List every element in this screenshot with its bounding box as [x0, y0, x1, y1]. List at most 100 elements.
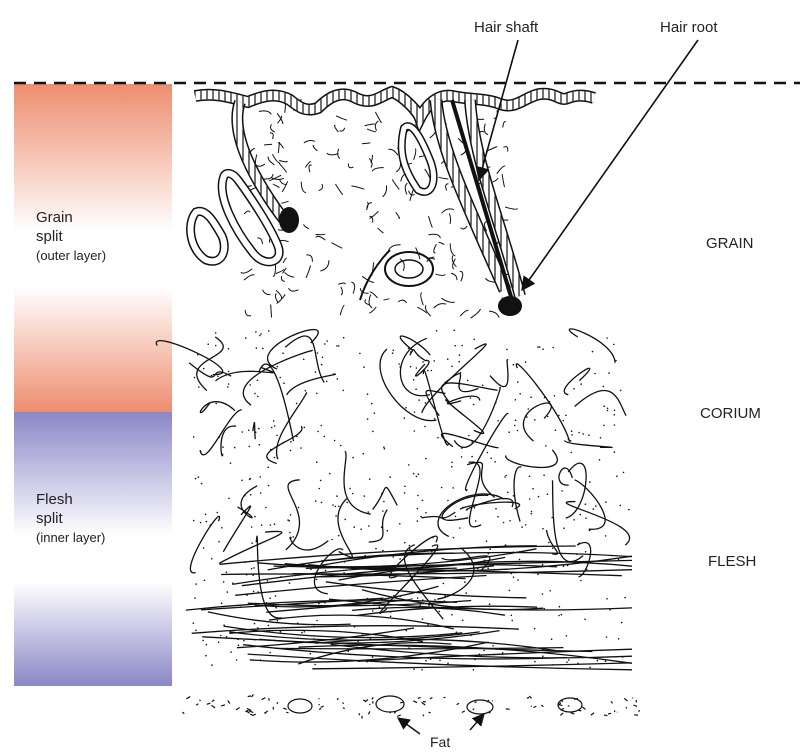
grain-fibre — [259, 111, 271, 115]
stipple-dot — [331, 539, 333, 541]
stipple-dot — [459, 354, 461, 356]
stipple-dot — [605, 660, 607, 662]
stipple-dot — [306, 393, 308, 395]
stipple-dot — [428, 604, 430, 606]
stipple-dot — [268, 330, 270, 332]
stipple-dot — [246, 594, 248, 596]
stipple-dot — [334, 440, 336, 442]
flesh-split-bar — [14, 412, 172, 686]
stipple-dot — [260, 492, 262, 494]
grain-fibre — [434, 244, 437, 253]
stipple-dot — [537, 346, 539, 348]
stipple-dot — [417, 597, 419, 599]
stipple-dot — [371, 403, 373, 405]
stipple-dot — [545, 445, 547, 447]
stipple-dot — [417, 520, 419, 522]
fat-speck — [248, 696, 251, 697]
stipple-dot — [379, 606, 381, 608]
stipple-dot — [200, 451, 202, 453]
grain-fibre — [414, 149, 416, 160]
fat-speck — [591, 713, 594, 715]
stipple-dot — [470, 635, 472, 637]
grain-fibre — [264, 144, 272, 145]
stipple-dot — [410, 366, 412, 368]
stipple-dot — [467, 380, 469, 382]
stipple-dot — [614, 410, 616, 412]
grain-fibre — [263, 174, 273, 179]
hair-root-arrow — [522, 40, 698, 290]
grain-fibre — [341, 287, 343, 295]
stipple-dot — [597, 660, 599, 662]
stipple-dot — [425, 660, 427, 662]
stipple-dot — [406, 630, 408, 632]
stipple-dot — [268, 625, 270, 627]
corium-fibre — [287, 374, 336, 395]
stipple-dot — [404, 492, 406, 494]
stipple-dot — [479, 654, 481, 656]
stipple-dot — [486, 540, 488, 542]
corium-fibre — [253, 423, 255, 440]
grain-fibre — [241, 269, 252, 273]
stipple-dot — [413, 379, 415, 381]
stipple-dot — [292, 536, 294, 538]
grain-fibre — [348, 164, 353, 168]
fat-speck — [252, 694, 254, 697]
grain-fibre — [369, 307, 376, 313]
stipple-dot — [543, 474, 545, 476]
stipple-dot — [505, 544, 507, 546]
stipple-dot — [460, 372, 462, 374]
stipple-dot — [511, 620, 513, 622]
stipple-dot — [422, 500, 424, 502]
grain-fibre — [351, 186, 364, 189]
stipple-dot — [537, 574, 539, 576]
corium-fibre — [243, 350, 312, 405]
fat-speck — [207, 703, 211, 704]
stipple-dot — [260, 659, 262, 661]
stipple-dot — [513, 576, 515, 578]
stipple-dot — [473, 339, 475, 341]
stipple-dot — [372, 431, 374, 433]
fat-speck — [462, 711, 465, 713]
stipple-dot — [280, 631, 282, 633]
stipple-dot — [420, 516, 422, 518]
stipple-dot — [393, 595, 395, 597]
stipple-dot — [534, 419, 536, 421]
stipple-dot — [336, 345, 338, 347]
grain-fibre — [340, 128, 345, 131]
grain-fibre — [268, 157, 274, 165]
stipple-dot — [622, 656, 624, 658]
stipple-dot — [416, 476, 418, 478]
stipple-dot — [399, 366, 401, 368]
stipple-dot — [324, 343, 326, 345]
stipple-dot — [594, 373, 596, 375]
stipple-dot — [194, 597, 196, 599]
fat-speck — [639, 710, 640, 712]
stipple-dot — [324, 602, 326, 604]
fat-speck — [611, 701, 613, 703]
grain-fibre — [367, 129, 376, 132]
stipple-dot — [254, 393, 256, 395]
stipple-dot — [344, 561, 346, 563]
stipple-dot — [354, 626, 356, 628]
fat-speck — [624, 698, 627, 701]
grain-fibre — [446, 184, 449, 191]
stipple-dot — [318, 488, 320, 490]
stipple-dot — [392, 556, 394, 558]
stipple-dot — [480, 656, 482, 658]
grain-fibre — [335, 125, 339, 132]
stipple-dot — [505, 475, 507, 477]
grain-fibre — [245, 310, 251, 316]
stipple-dot — [462, 620, 464, 622]
stipple-dot — [203, 368, 205, 370]
stipple — [193, 330, 630, 671]
stipple-dot — [324, 436, 326, 438]
stipple-dot — [363, 366, 365, 368]
stipple-dot — [475, 520, 477, 522]
stipple-dot — [573, 519, 575, 521]
stipple-dot — [618, 559, 620, 561]
stipple-dot — [453, 330, 455, 332]
grain-fibre — [439, 177, 449, 179]
stipple-dot — [326, 340, 328, 342]
stipple-dot — [336, 495, 338, 497]
corium-fibre — [190, 516, 219, 573]
